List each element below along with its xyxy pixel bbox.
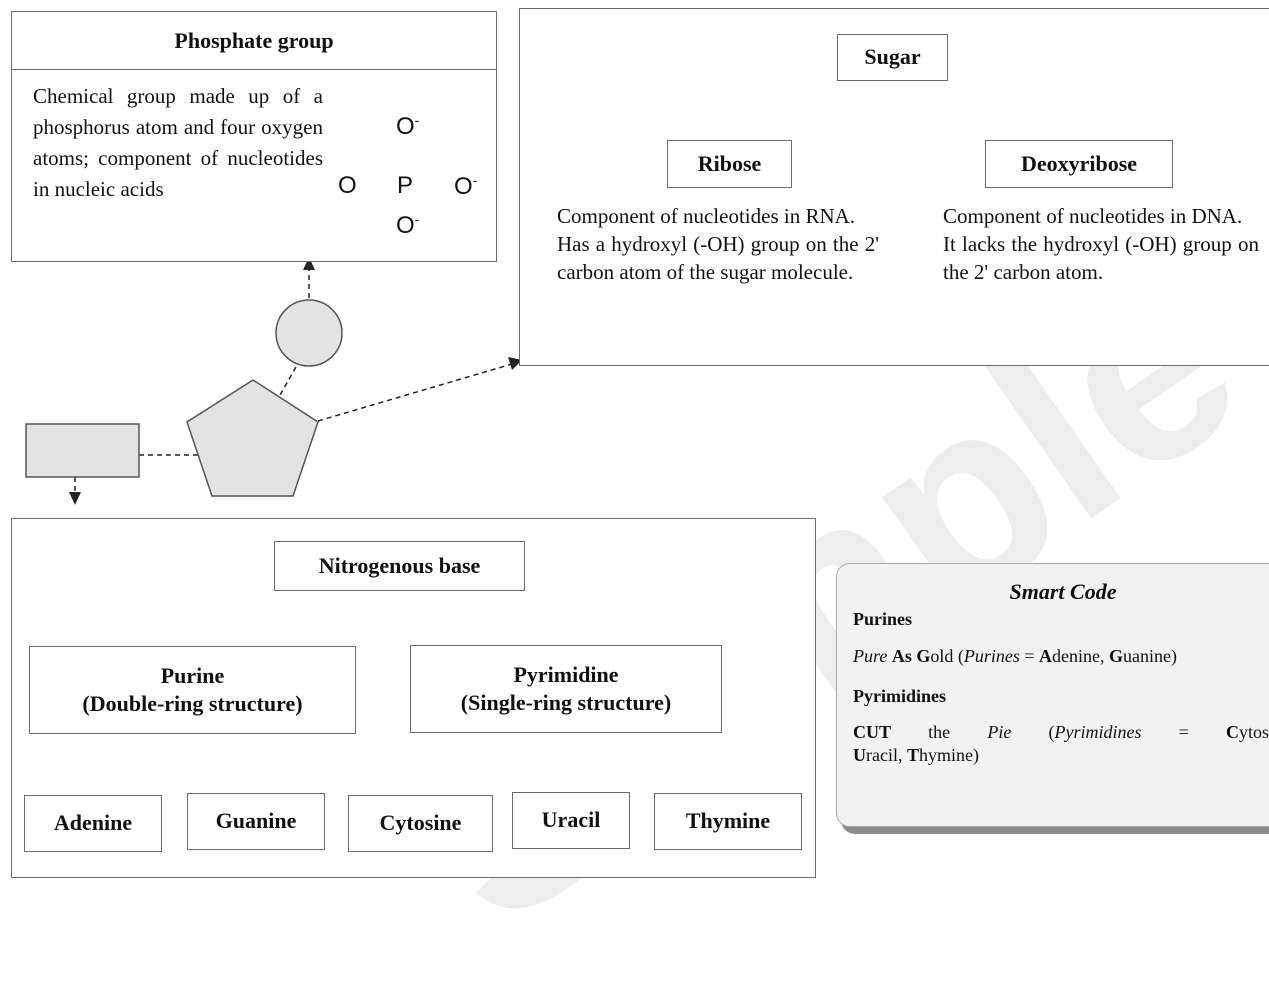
pyrimidine-box: Pyrimidine (Single-ring structure): [410, 645, 722, 733]
purine-subtitle: (Double-ring structure): [82, 691, 303, 716]
arrowhead-right: [508, 357, 522, 370]
guanine-box: Guanine: [187, 793, 325, 850]
sugar-title: Sugar: [837, 34, 948, 81]
phosphate-structure: O- O P O- O-: [338, 112, 478, 239]
purines-heading: Purines: [853, 609, 913, 629]
phosphate-circle-shape: [275, 299, 343, 367]
cytosine-box: Cytosine: [348, 795, 493, 852]
pyrimidines-mnemonic: CUT the Pie (Pyrimidines = Cytosin Uraci…: [853, 722, 1269, 765]
deoxyribose-title: Deoxyribose: [985, 140, 1173, 188]
phosphate-group-box: Phosphate group Chemical group made up o…: [11, 11, 497, 262]
nitrogenous-base-title: Nitrogenous base: [274, 541, 525, 591]
sugar-pentagon-shape: [186, 379, 319, 497]
phosphate-title: Phosphate group: [12, 12, 496, 70]
pyrimidine-subtitle: (Single-ring structure): [460, 690, 672, 715]
base-rectangle-shape: [25, 423, 140, 478]
ribose-title: Ribose: [667, 140, 792, 188]
phosphate-to-sugar-connector: [279, 366, 297, 396]
purine-title: Purine: [160, 663, 225, 688]
purines-mnemonic: Pure As Gold (Purines = Adenine, Guanine…: [853, 646, 1177, 666]
pyrimidine-title: Pyrimidine: [513, 662, 619, 687]
uracil-box: Uracil: [512, 792, 630, 849]
thymine-box: Thymine: [654, 793, 802, 850]
phosphate-description: Chemical group made up of a phosphorus a…: [33, 84, 323, 201]
sugar-to-sugar-box-connector: [317, 363, 513, 422]
smart-code-card: Smart Code Purines Pure As Gold (Purines…: [836, 563, 1269, 827]
arrowhead-up: [303, 257, 315, 270]
purine-box: Purine (Double-ring structure): [29, 646, 356, 734]
adenine-box: Adenine: [24, 795, 162, 852]
deoxyribose-description: Component of nucleotides in DNA. It lack…: [943, 204, 1259, 284]
ribose-description: Component of nucleotides in RNA. Has a h…: [557, 204, 879, 284]
pyrimidines-heading: Pyrimidines: [853, 686, 946, 706]
smart-code-title: Smart Code: [1009, 579, 1117, 604]
